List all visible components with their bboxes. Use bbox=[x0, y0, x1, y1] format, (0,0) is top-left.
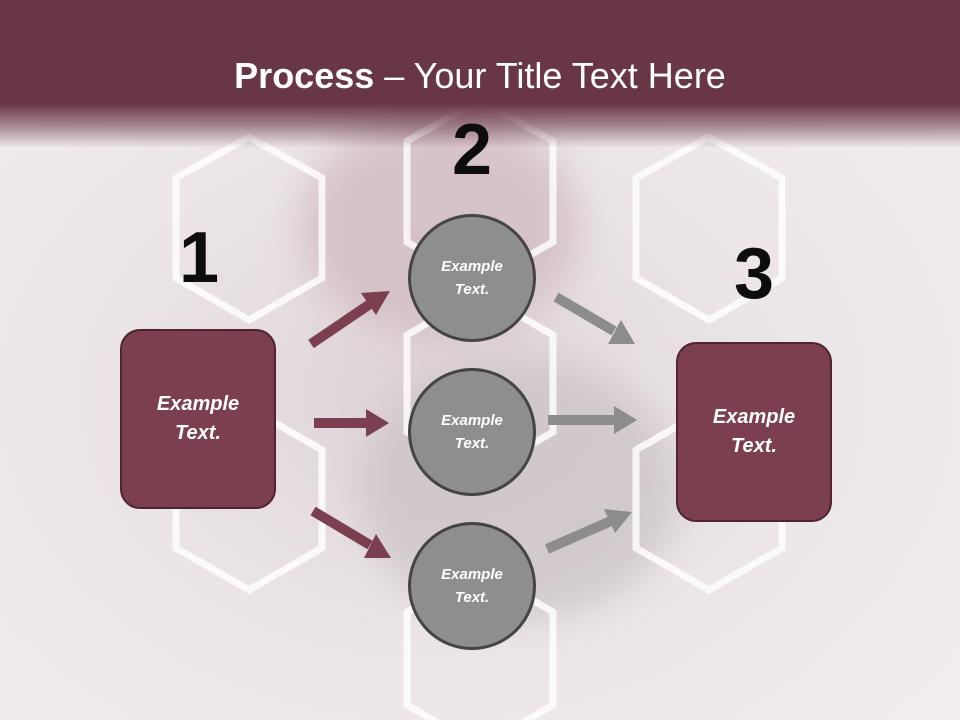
arrow-out-middle bbox=[548, 406, 637, 434]
step-2-circle-top: Example Text. bbox=[408, 214, 536, 342]
step-2-circle-bottom: Example Text. bbox=[408, 522, 536, 650]
step-2-item-2: Example Text. bbox=[441, 412, 503, 452]
step-2-item-3: Example Text. bbox=[441, 566, 503, 606]
step-1-box: Example Text. bbox=[120, 329, 276, 509]
arrow-in-lower bbox=[310, 506, 391, 558]
step-1-label: Example Text. bbox=[156, 393, 240, 444]
header-bar bbox=[0, 0, 960, 148]
arrow-in-middle bbox=[314, 409, 389, 437]
step-3-box: Example Text. bbox=[676, 342, 832, 522]
step-number-1: 1 bbox=[178, 218, 220, 298]
arrow-in-upper bbox=[308, 291, 390, 349]
arrow-out-lower bbox=[544, 509, 632, 554]
slide-title: Process – Your Title Text Here bbox=[0, 52, 960, 100]
arrow-out-upper bbox=[553, 292, 635, 344]
step-3-label: Example Text. bbox=[712, 406, 796, 457]
step-2-circle-middle: Example Text. bbox=[408, 368, 536, 496]
title-rest: – Your Title Text Here bbox=[374, 55, 726, 96]
step-number-2: 2 bbox=[451, 110, 493, 190]
step-number-3: 3 bbox=[733, 234, 775, 314]
title-bold: Process bbox=[234, 55, 375, 96]
step-2-item-1: Example Text. bbox=[441, 258, 503, 298]
